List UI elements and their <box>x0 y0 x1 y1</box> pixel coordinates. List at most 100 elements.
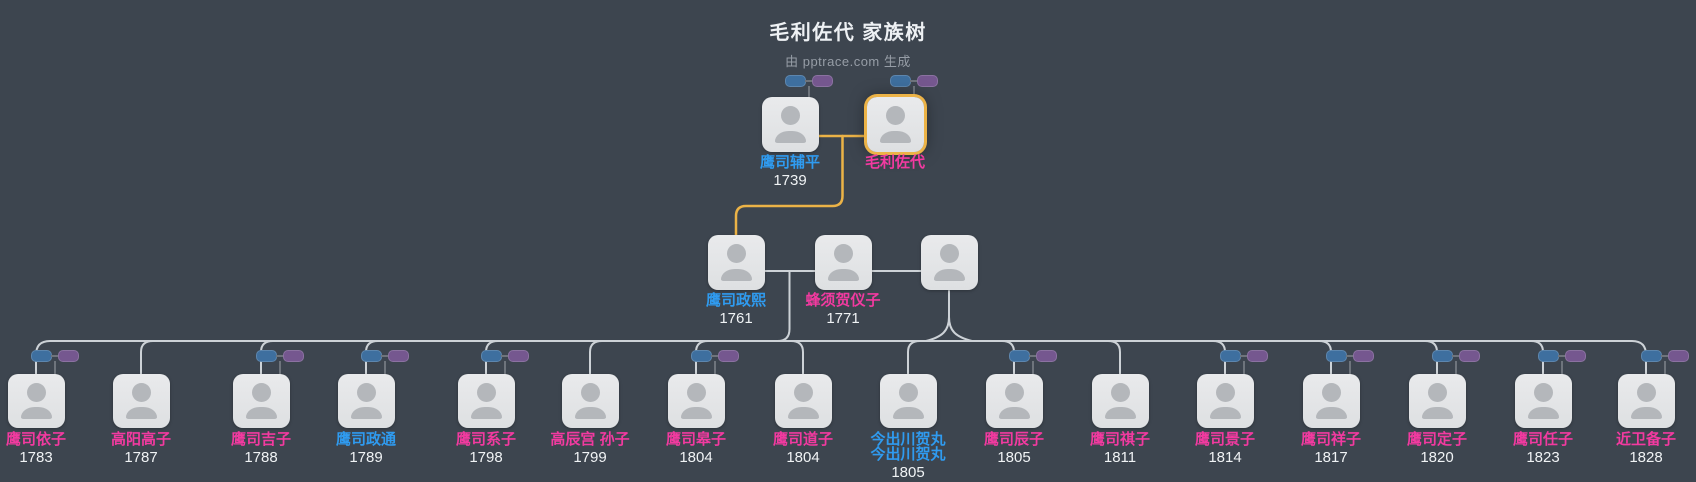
person-name: 毛利佐代 <box>864 154 925 171</box>
mini-parents[interactable] <box>1641 350 1689 375</box>
father-pill-icon[interactable] <box>1641 350 1662 362</box>
father-pill-icon[interactable] <box>481 350 502 362</box>
pill-link-line <box>501 355 509 357</box>
person-label: 鹰司吉子 1788 <box>186 432 336 465</box>
mini-parents[interactable] <box>691 350 739 375</box>
person-avatar-icon <box>775 374 832 428</box>
person-avatar-icon <box>762 97 819 152</box>
person-card[interactable] <box>1514 374 1572 428</box>
pill-stub-line <box>504 361 506 375</box>
mother-pill-icon[interactable] <box>1247 350 1268 362</box>
father-pill-icon[interactable] <box>691 350 712 362</box>
person-card[interactable] <box>774 374 832 428</box>
person-card[interactable] <box>866 97 924 152</box>
mini-parents[interactable] <box>1326 350 1374 375</box>
father-pill-icon[interactable] <box>1220 350 1241 362</box>
pill-stub-line <box>913 86 915 98</box>
pill-stub-line <box>1664 361 1666 375</box>
mini-parents[interactable] <box>256 350 304 375</box>
page-title: 毛利佐代 家族树 <box>769 22 927 44</box>
person-year: 1787 <box>124 449 158 466</box>
person-name: 蜂须贺仪子 <box>805 292 881 309</box>
father-pill-icon[interactable] <box>785 75 806 87</box>
mini-parents[interactable] <box>31 350 79 375</box>
person-avatar-icon <box>668 374 725 428</box>
person-card[interactable] <box>337 374 395 428</box>
mother-pill-icon[interactable] <box>388 350 409 362</box>
person-card[interactable] <box>879 374 937 428</box>
person-avatar-icon <box>458 374 515 428</box>
person-card[interactable] <box>814 235 872 290</box>
person-label: 鹰司任子 1823 <box>1468 432 1618 465</box>
person-label: 近卫备子 1828 <box>1571 432 1696 465</box>
person-year: 1739 <box>773 172 807 189</box>
person-label: 鹰司政通 1789 <box>291 432 441 465</box>
mini-parents[interactable] <box>890 75 938 98</box>
mother-pill-icon[interactable] <box>718 350 739 362</box>
person-avatar-icon <box>8 374 65 428</box>
mother-pill-icon[interactable] <box>1036 350 1057 362</box>
person-card[interactable] <box>1408 374 1466 428</box>
person-card[interactable] <box>561 374 619 428</box>
person-label: 鹰司定子 1820 <box>1362 432 1512 465</box>
person-name: 鹰司任子 <box>1512 431 1573 448</box>
person-card[interactable] <box>761 97 819 152</box>
person-card[interactable] <box>7 374 65 428</box>
pill-link-line <box>276 355 284 357</box>
person-avatar-icon <box>113 374 170 428</box>
pill-link-line <box>1029 355 1037 357</box>
father-pill-icon[interactable] <box>890 75 911 87</box>
person-year: 1828 <box>1629 449 1663 466</box>
father-pill-icon[interactable] <box>1009 350 1030 362</box>
mini-parents[interactable] <box>1432 350 1480 375</box>
mini-parents[interactable] <box>785 75 833 98</box>
person-card[interactable] <box>920 235 978 290</box>
pill-stub-line <box>54 361 56 375</box>
person-card[interactable] <box>707 235 765 290</box>
mother-pill-icon[interactable] <box>812 75 833 87</box>
person-card[interactable] <box>457 374 515 428</box>
person-name: 鹰司依子 <box>5 431 66 448</box>
mother-pill-icon[interactable] <box>283 350 304 362</box>
person-label: 鹰司政熙 1761 <box>661 293 811 326</box>
person-name: 今出川贺丸 <box>870 431 946 448</box>
mini-parents[interactable] <box>481 350 529 375</box>
person-card[interactable] <box>1302 374 1360 428</box>
person-card[interactable] <box>232 374 290 428</box>
mother-pill-icon[interactable] <box>1459 350 1480 362</box>
father-pill-icon[interactable] <box>256 350 277 362</box>
person-card[interactable] <box>667 374 725 428</box>
mother-pill-icon[interactable] <box>58 350 79 362</box>
mini-parents[interactable] <box>1220 350 1268 375</box>
person-card[interactable] <box>1091 374 1149 428</box>
father-pill-icon[interactable] <box>361 350 382 362</box>
mini-parents[interactable] <box>1538 350 1586 375</box>
person-avatar-icon <box>867 97 924 152</box>
person-card[interactable] <box>985 374 1043 428</box>
person-avatar-icon <box>880 374 937 428</box>
mother-pill-icon[interactable] <box>1565 350 1586 362</box>
page-subtitle: 由 pptrace.com 生成 <box>785 54 911 69</box>
person-card[interactable] <box>112 374 170 428</box>
father-pill-icon[interactable] <box>1432 350 1453 362</box>
person-card[interactable] <box>1196 374 1254 428</box>
person-name: 鹰司系子 <box>455 431 516 448</box>
mother-pill-icon[interactable] <box>1668 350 1689 362</box>
father-pill-icon[interactable] <box>31 350 52 362</box>
person-label: 高辰宫 孙子 1799 <box>515 432 665 465</box>
mini-parents[interactable] <box>1009 350 1057 375</box>
pill-stub-line <box>1243 361 1245 375</box>
person-year: 1805 <box>891 464 925 481</box>
person-card[interactable] <box>1617 374 1675 428</box>
mother-pill-icon[interactable] <box>917 75 938 87</box>
mother-pill-icon[interactable] <box>508 350 529 362</box>
father-pill-icon[interactable] <box>1538 350 1559 362</box>
person-year: 1811 <box>1103 449 1137 466</box>
person-name: 鹰司皋子 <box>665 431 726 448</box>
mother-pill-icon[interactable] <box>1353 350 1374 362</box>
person-year: 1771 <box>826 310 860 327</box>
person-avatar-icon <box>233 374 290 428</box>
father-pill-icon[interactable] <box>1326 350 1347 362</box>
person-avatar-icon <box>815 235 872 290</box>
mini-parents[interactable] <box>361 350 409 375</box>
